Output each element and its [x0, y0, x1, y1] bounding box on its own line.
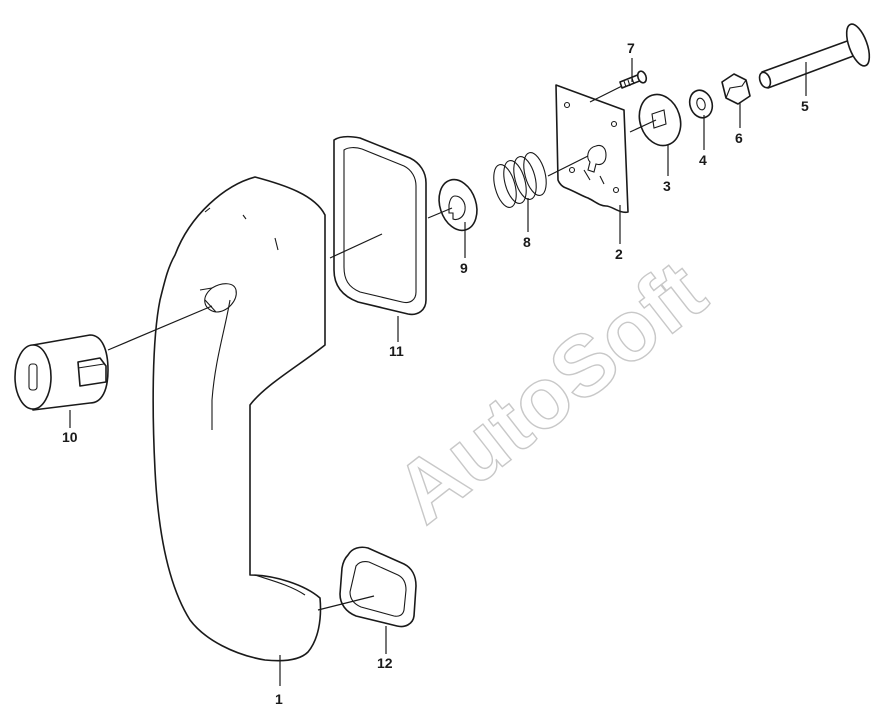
part-2-plate — [555, 84, 629, 214]
part-11-gasket — [333, 135, 427, 316]
part-3-square-washer — [638, 93, 682, 147]
callout-9: 9 — [460, 260, 468, 276]
callout-10: 10 — [62, 429, 78, 445]
watermark: AutoSoft — [378, 243, 723, 542]
callout-numbers: 1 2 3 4 5 6 7 8 9 10 11 12 — [62, 40, 809, 707]
part-12-small-gasket — [339, 546, 417, 628]
part-9-keyed-washer — [438, 178, 478, 232]
callout-12: 12 — [377, 655, 393, 671]
part-1-handle — [152, 176, 326, 662]
part-8-coil-spring — [493, 152, 547, 208]
part-4-flat-washer — [688, 89, 714, 119]
callout-7: 7 — [627, 40, 635, 56]
callout-5: 5 — [801, 98, 809, 114]
callout-3: 3 — [663, 178, 671, 194]
callout-2: 2 — [615, 246, 623, 262]
callout-1: 1 — [275, 691, 283, 707]
callout-4: 4 — [699, 152, 707, 168]
callout-11: 11 — [389, 343, 404, 359]
part-7-screw — [619, 70, 648, 89]
part-5-pin — [758, 23, 871, 89]
assembly-guide-lines — [107, 85, 657, 611]
callout-leaders — [69, 58, 807, 686]
part-6-hex-nut — [721, 73, 751, 105]
part-10-lock-cylinder — [14, 334, 109, 411]
callout-8: 8 — [523, 234, 531, 250]
callout-6: 6 — [735, 130, 743, 146]
